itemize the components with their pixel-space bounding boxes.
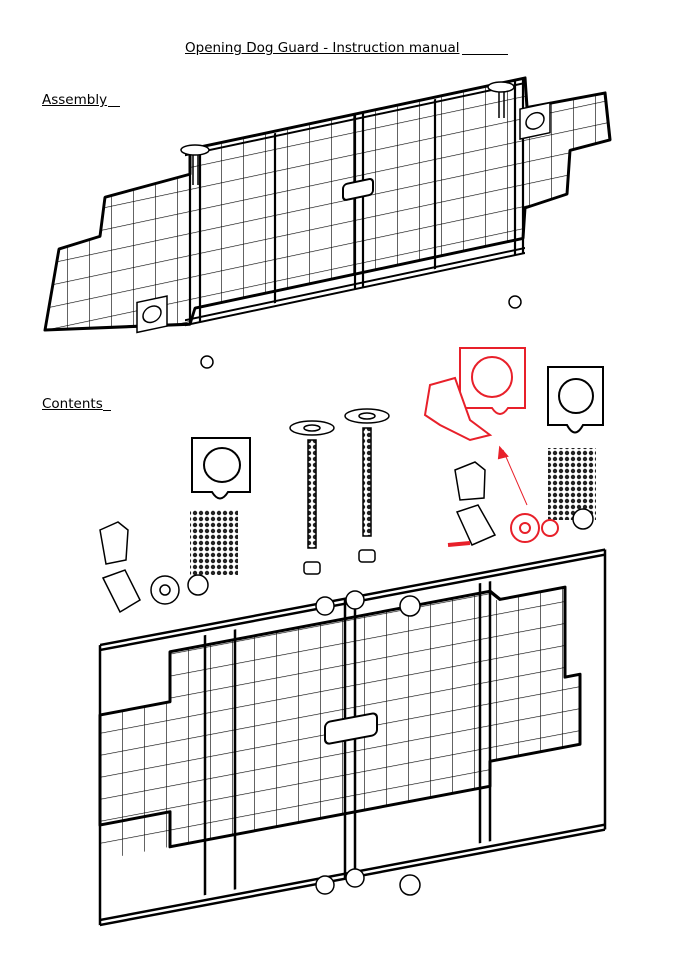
- mesh-pad: [548, 448, 596, 520]
- highlighted-bracket: [423, 347, 559, 547]
- section-heading-contents: Contents: [42, 396, 103, 412]
- knob-icon: [315, 590, 421, 896]
- section-underline: [108, 106, 120, 107]
- suction-rod: [289, 408, 390, 575]
- title-underline: [462, 54, 508, 55]
- page-title: Opening Dog Guard - Instruction manual: [185, 40, 460, 56]
- mounting-plate: [191, 366, 604, 500]
- section-heading-assembly: Assembly: [42, 92, 108, 108]
- assembled-dog-guard: [43, 59, 612, 355]
- suction-cup-icon: [180, 81, 522, 369]
- clamp-parts: [99, 461, 594, 614]
- mesh-pad: [190, 510, 238, 575]
- section-underline: [103, 410, 111, 411]
